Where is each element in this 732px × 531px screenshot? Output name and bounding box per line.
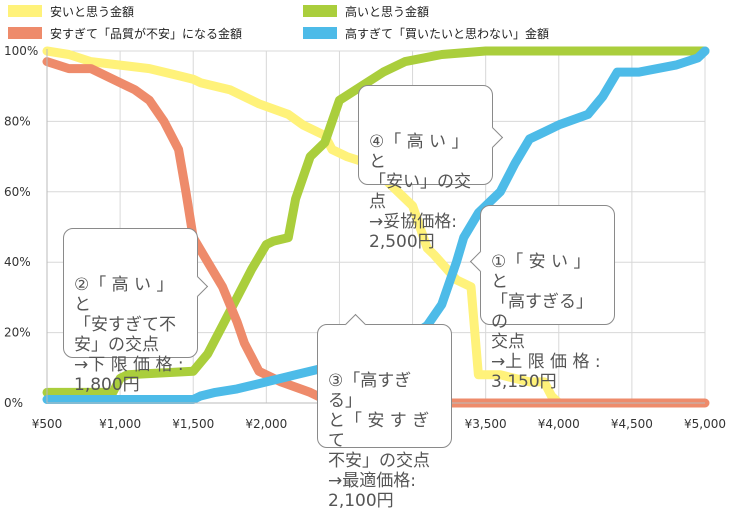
series-line-blue: [42, 46, 710, 404]
y-tick-label: 60%: [4, 185, 31, 199]
callout-text: ①「 安 い 」と 「高すぎる」の 交点 →上 限 価 格 : 3,150円: [491, 252, 601, 392]
series-lines: [42, 46, 710, 408]
axes: 0% 20% 40% 60% 80% 100% ¥500 ¥1,000 ¥1,500 ¥2,000…: [4, 44, 726, 431]
callout-text: ④「 高 い 」と 「安い」の交点 →妥協価格: 2,500円: [369, 132, 471, 252]
y-tick-label: 100%: [4, 44, 38, 58]
legend-swatch-blue: [303, 27, 337, 39]
legend-swatch-orange: [8, 27, 42, 39]
callout-text: ②「 高 い 」と 「安すぎて不 安」の交点 →下 限 価 格 : 1,800円: [74, 275, 184, 395]
x-tick-label: ¥2,000: [245, 417, 287, 431]
y-tick-label: 80%: [4, 114, 31, 128]
callout-text: ③「高すぎる」 と「 安 す ぎ て 不安」の交点 →最適価格: 2,100円: [328, 371, 430, 511]
y-tick-label: 20%: [4, 326, 31, 340]
legend-label: 高いと思う金額: [345, 4, 429, 19]
series-line-green: [42, 46, 710, 397]
callout-upper-limit-price: ①「 安 い 」と 「高すぎる」の 交点 →上 限 価 格 : 3,150円: [469, 205, 615, 392]
callout-lower-limit-price: ②「 高 い 」と 「安すぎて不 安」の交点 →下 限 価 格 : 1,800円: [63, 228, 209, 395]
x-tick-label: ¥4,500: [611, 417, 653, 431]
x-tick-label: ¥3,500: [465, 417, 507, 431]
x-tick-label: ¥500: [32, 417, 63, 431]
x-tick-label: ¥1,500: [172, 417, 214, 431]
series-line-orange: [42, 57, 710, 408]
legend-label: 高すぎて「買いたいと思わない」金額: [345, 26, 549, 41]
legend-swatch-green: [303, 5, 337, 17]
legend-label: 安いと思う金額: [50, 4, 134, 19]
series-line-yellow: [42, 46, 564, 408]
y-tick-label: 40%: [4, 255, 31, 269]
callout-compromise-price: ④「 高 い 」と 「安い」の交点 →妥協価格: 2,500円: [358, 85, 504, 252]
x-tick-label: ¥1,000: [99, 417, 141, 431]
callout-optimal-price: ③「高すぎる」 と「 安 す ぎ て 不安」の交点 →最適価格: 2,100円: [317, 313, 452, 511]
x-tick-label: ¥5,000: [684, 417, 726, 431]
legend-swatch-yellow: [8, 5, 42, 17]
x-tick-label: ¥4,000: [538, 417, 580, 431]
y-tick-label: 0%: [4, 396, 23, 410]
legend-label: 安すぎて「品質が不安」になる金額: [50, 26, 242, 41]
